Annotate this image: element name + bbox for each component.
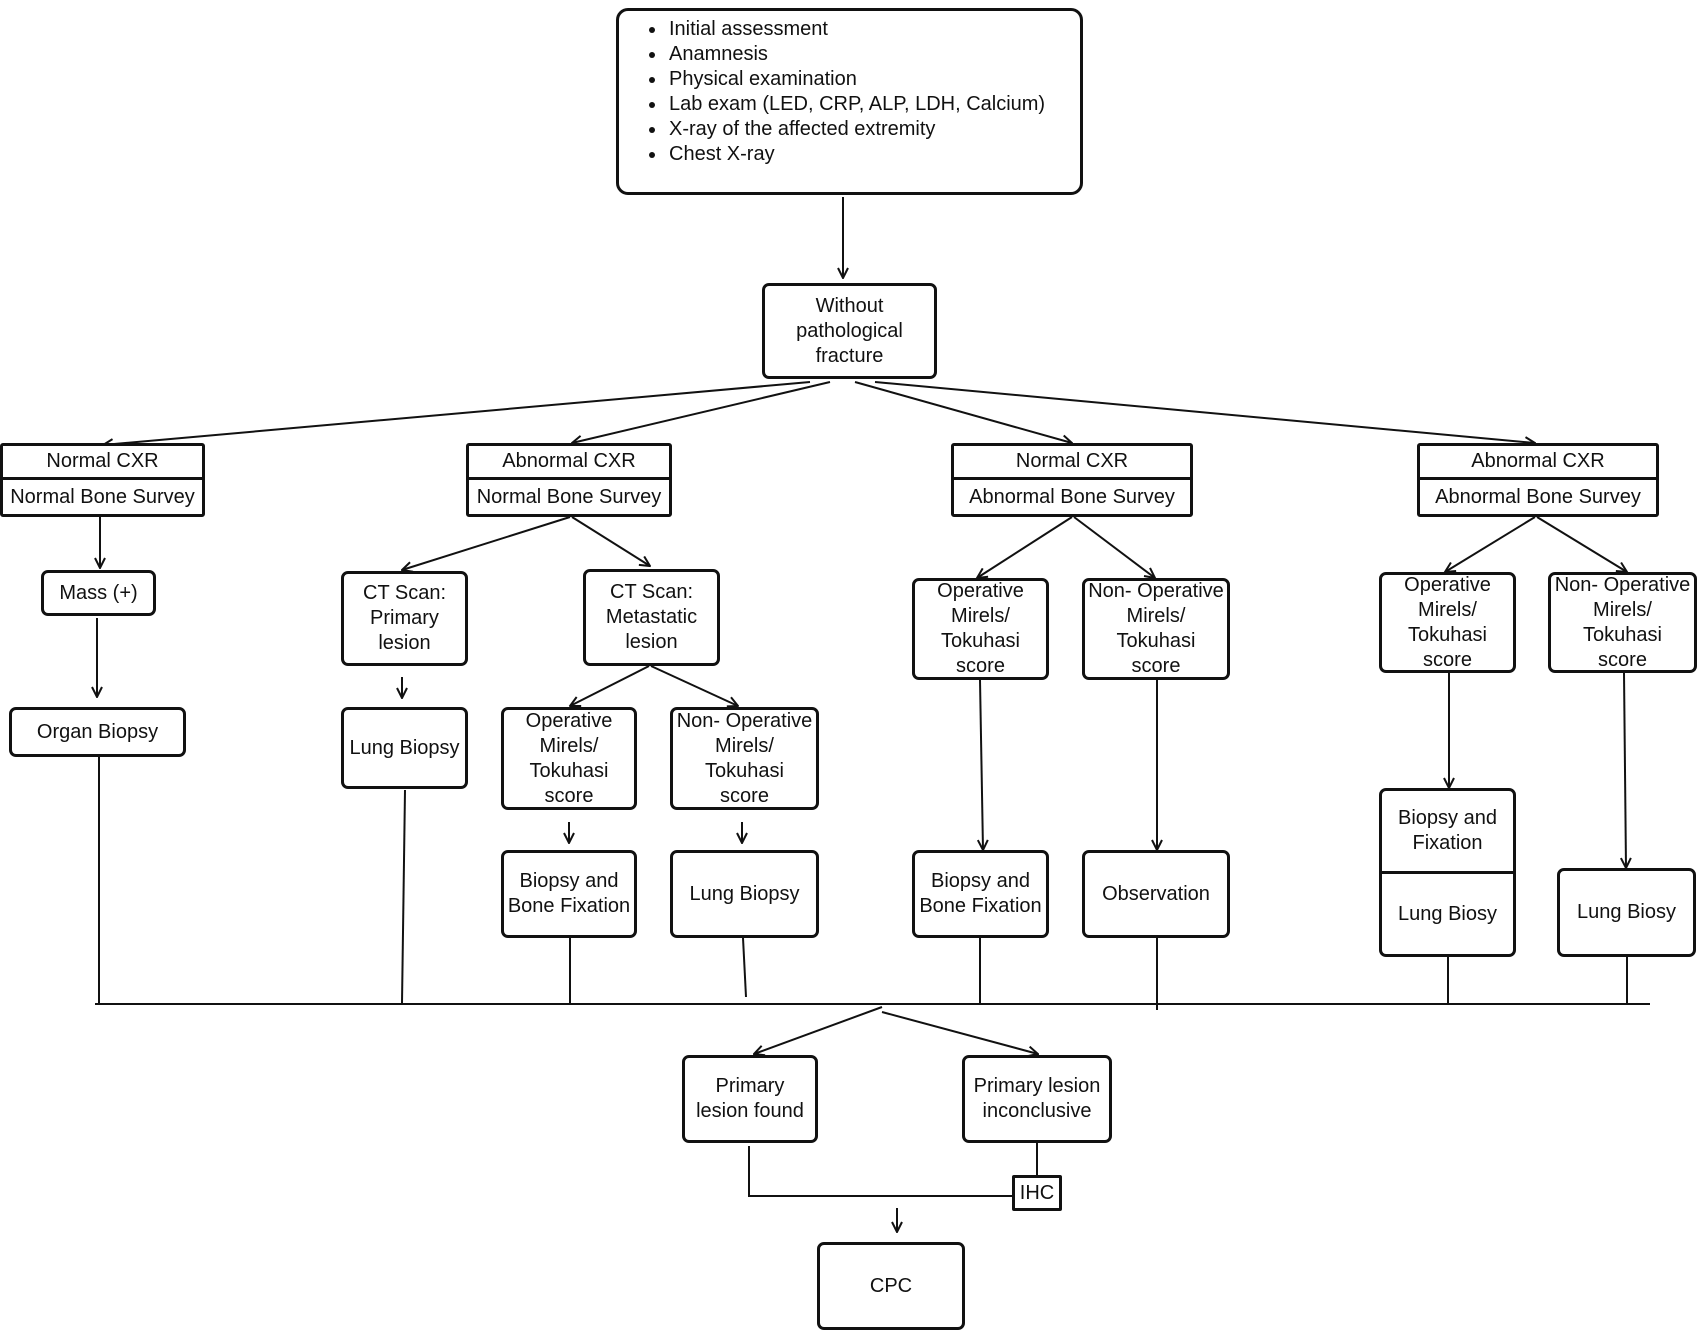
b3-non-operative-box: Non- Operative Mirels/ Tokuhasi score <box>1082 578 1230 680</box>
arrow-b4-non-operative-to-lung-biosy <box>1624 672 1626 868</box>
b2-lung-biopsy-2-label: Lung Biopsy <box>689 882 800 905</box>
b1-bone-survey-label: Normal Bone Survey <box>10 485 195 508</box>
arrow-b3-operative-to-fixation <box>980 679 983 850</box>
arrow-bus-to-primary-found <box>754 1006 883 1054</box>
b4-biopsy-fixation-label: Biopsy and Fixation <box>1398 807 1497 854</box>
b2-operative-label: Operative Mirels/ Tokuhasi score <box>525 709 613 807</box>
primary-inconclusive-box: Primary lesion inconclusive <box>962 1055 1112 1143</box>
list-item: Physical examination <box>667 67 1045 92</box>
arrow-fracture-to-branch-3 <box>854 381 1072 443</box>
arrow-b2-survey-to-ct-primary <box>402 516 571 570</box>
arrow-b4-survey-to-operative <box>1445 516 1536 572</box>
arrow-fracture-to-branch-1 <box>103 381 811 445</box>
b2-ct-metastatic-box: CT Scan: Metastatic lesion <box>583 569 720 666</box>
line-b2-lung-biopsy-2-to-bus <box>742 937 747 998</box>
primary-inconclusive-label: Primary lesion inconclusive <box>973 1075 1101 1122</box>
list-item: Anamnesis <box>667 42 1045 67</box>
b2-lung-biopsy-2-box: Lung Biopsy <box>670 850 819 938</box>
b1-mass-box: Mass (+) <box>41 570 156 616</box>
b2-cxr-survey-box: Abnormal CXR Normal Bone Survey <box>466 443 672 517</box>
b2-biopsy-fixation-box: Biopsy and Bone Fixation <box>501 850 637 938</box>
cpc-box: CPC <box>817 1242 965 1330</box>
arrow-b3-survey-to-operative <box>977 516 1073 578</box>
b3-operative-box: Operative Mirels/ Tokuhasi score <box>912 578 1049 680</box>
b2-ct-primary-box: CT Scan: Primary lesion <box>341 571 468 666</box>
b3-operative-label: Operative Mirels/ Tokuhasi score <box>937 580 1024 677</box>
b3-biopsy-fixation-box: Biopsy and Bone Fixation <box>912 850 1049 938</box>
b4-lung-biosy-label: Lung Biosy <box>1398 902 1497 925</box>
b4-lung-biosy-2-box: Lung Biosy <box>1557 868 1696 957</box>
b1-cxr-survey-box: Normal CXR Normal Bone Survey <box>0 443 205 517</box>
b4-cxr-label: Abnormal CXR <box>1471 450 1605 472</box>
b2-lung-biopsy-label: Lung Biopsy <box>349 736 460 759</box>
b3-observation-box: Observation <box>1082 850 1230 938</box>
b3-non-operative-label: Non- Operative Mirels/ Tokuhasi score <box>1088 580 1224 677</box>
arrow-b4-survey-to-non-operative <box>1536 516 1627 572</box>
b1-cxr-label: Normal CXR <box>46 450 159 472</box>
b3-observation-label: Observation <box>1102 882 1210 905</box>
b4-cxr-survey-box: Abnormal CXR Abnormal Bone Survey <box>1417 443 1659 517</box>
b2-ct-metastatic-label: CT Scan: Metastatic lesion <box>605 581 698 653</box>
b2-cxr-label: Abnormal CXR <box>502 450 636 472</box>
b4-bone-survey-label: Abnormal Bone Survey <box>1435 485 1641 508</box>
arrow-b3-survey-to-non-operative <box>1073 516 1155 578</box>
arrow-fracture-to-branch-4 <box>874 381 1535 443</box>
primary-found-box: Primary lesion found <box>682 1055 818 1143</box>
arrow-b2-metastatic-to-non-operative <box>650 665 738 706</box>
list-item: Initial assessment <box>667 17 1045 42</box>
ihc-label: IHC <box>1019 1181 1055 1204</box>
line-primary-found-to-ihc <box>748 1146 1013 1197</box>
b3-bone-survey-label: Abnormal Bone Survey <box>969 485 1175 508</box>
line-b2-lung-biopsy-to-bus <box>401 789 406 1004</box>
b4-non-operative-box: Non- Operative Mirels/ Tokuhasi score <box>1548 572 1697 673</box>
b2-biopsy-fixation-label: Biopsy and Bone Fixation <box>507 870 631 917</box>
b1-mass-label: Mass (+) <box>59 581 138 604</box>
b4-operative-label: Operative Mirels/ Tokuhasi score <box>1404 573 1491 671</box>
b4-lung-biosy-2-label: Lung Biosy <box>1577 901 1676 923</box>
list-item: Chest X-ray <box>667 142 1045 167</box>
arrow-b2-metastatic-to-operative <box>570 665 650 706</box>
cpc-label: CPC <box>869 1274 913 1297</box>
without-fracture-box: Without pathological fracture <box>762 283 937 379</box>
initial-assessment-box: Initial assessment Anamnesis Physical ex… <box>616 8 1083 195</box>
b1-organ-biopsy-box: Organ Biopsy <box>9 707 186 757</box>
b1-organ-biopsy-label: Organ Biopsy <box>36 720 159 743</box>
b2-lung-biopsy-box: Lung Biopsy <box>341 707 468 789</box>
b2-non-operative-label: Non- Operative Mirels/ Tokuhasi score <box>676 709 813 807</box>
b2-operative-box: Operative Mirels/ Tokuhasi score <box>501 707 637 810</box>
list-item: Lab exam (LED, CRP, ALP, LDH, Calcium) <box>667 92 1045 117</box>
ihc-box: IHC <box>1012 1175 1062 1211</box>
arrow-bus-to-primary-inconclusive <box>881 1011 1038 1054</box>
primary-found-label: Primary lesion found <box>696 1075 804 1122</box>
initial-assessment-list: Initial assessment Anamnesis Physical ex… <box>619 17 1045 167</box>
b3-cxr-survey-box: Normal CXR Abnormal Bone Survey <box>951 443 1193 517</box>
without-fracture-label: Without pathological fracture <box>796 294 903 367</box>
b4-non-operative-label: Non- Operative Mirels/ Tokuhasi score <box>1554 573 1691 671</box>
arrow-fracture-to-branch-2 <box>572 381 831 443</box>
arrow-b2-survey-to-ct-metastatic <box>571 516 650 566</box>
b3-biopsy-fixation-label: Biopsy and Bone Fixation <box>919 870 1042 917</box>
b4-fixation-lung-biosy-box: Biopsy and Fixation Lung Biosy <box>1379 788 1516 957</box>
list-item: X-ray of the affected extremity <box>667 117 1045 142</box>
b4-operative-box: Operative Mirels/ Tokuhasi score <box>1379 572 1516 673</box>
b2-bone-survey-label: Normal Bone Survey <box>476 485 662 508</box>
b2-non-operative-box: Non- Operative Mirels/ Tokuhasi score <box>670 707 819 810</box>
b3-cxr-label: Normal CXR <box>1015 450 1129 472</box>
b2-ct-primary-label: CT Scan: Primary lesion <box>363 582 446 654</box>
